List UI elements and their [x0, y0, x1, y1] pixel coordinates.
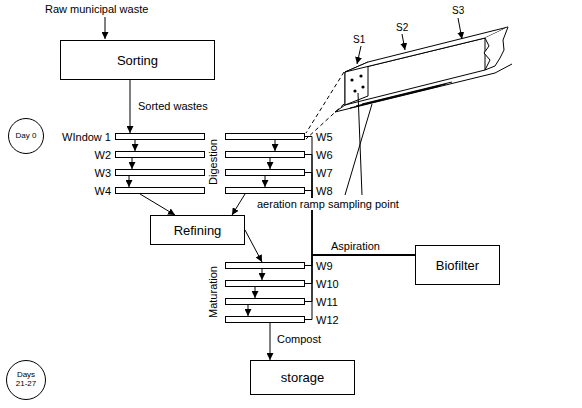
windrow-label: W7: [316, 167, 333, 179]
flow-arrow: [262, 269, 263, 280]
edge-label: Compost: [276, 333, 322, 345]
callout-label: aeration ramp sampling point: [255, 198, 401, 210]
windrow-bar: W5: [225, 133, 305, 140]
windrow-top: [345, 27, 508, 72]
windrow-side: [345, 38, 485, 105]
day-circle: Day 0: [8, 118, 44, 154]
windrow-bar: W3: [115, 169, 205, 176]
process-box: storage: [250, 360, 355, 395]
flow-arrow: [232, 194, 245, 215]
flow-arrow: [140, 194, 175, 215]
windrow-label: W6: [316, 149, 333, 161]
sampling-dot: [361, 85, 364, 88]
windrow-bar: WIndow 1: [115, 133, 205, 140]
windrow-label: W9: [316, 260, 333, 272]
flow-arrow: [270, 323, 271, 360]
windrow-bar: W10: [225, 280, 305, 287]
edge-label: Aspiration: [330, 240, 381, 252]
torn-edge: [484, 27, 508, 70]
flow-arrow: [132, 158, 133, 169]
windrow-label: W10: [316, 278, 339, 290]
sampling-dot: [359, 74, 362, 77]
aeration-ramp: [362, 82, 452, 104]
leader-line: [358, 93, 362, 195]
windrow-bar: W8: [225, 187, 305, 194]
aeration-ramp: [356, 84, 446, 106]
flow-arrow: [248, 305, 249, 316]
windrow-label: WIndow 1: [62, 131, 111, 143]
aeration-ramp: [350, 86, 440, 108]
windrow-bar: W9: [225, 262, 305, 269]
sampling-dots: [350, 74, 364, 92]
sample-arrow: [357, 46, 361, 64]
node-label: Refining: [174, 223, 222, 238]
windrow-bar: W4: [115, 187, 205, 194]
process-box: Biofilter: [415, 245, 500, 285]
node-label: Days 21-27: [11, 371, 41, 389]
windrow-label: W11: [316, 296, 338, 308]
flow-arrow: [255, 287, 256, 298]
flow-arrow: [305, 255, 415, 320]
flow-arrow: [305, 255, 415, 302]
sample-arrow: [458, 18, 462, 39]
input-label: Raw municipal waste: [45, 3, 148, 15]
windrow-label: W4: [95, 185, 112, 197]
stage-label: Maturation: [207, 266, 219, 318]
flow-arrow: [135, 140, 136, 151]
process-box: Sorting: [60, 40, 215, 80]
flow-arrow: [129, 176, 130, 187]
sample-label: S1: [353, 34, 365, 45]
flow-arrow: [245, 230, 262, 262]
node-label: Sorting: [117, 53, 158, 68]
flow-arrow: [270, 158, 271, 169]
zoom-line: [306, 72, 344, 133]
flow-arrow: [275, 140, 276, 151]
day-circle: Days 21-27: [6, 360, 46, 400]
edge-label: Sorted wastes: [137, 100, 209, 112]
windrow-bar: W12: [225, 316, 305, 323]
windrow-bar: W7: [225, 169, 305, 176]
sample-label: S2: [396, 22, 408, 33]
windrow-bar: W2: [115, 151, 205, 158]
windrow-label: W8: [316, 185, 333, 197]
sample-arrow: [402, 34, 405, 50]
windrow-label: W5: [316, 131, 333, 143]
sampling-dot: [353, 89, 356, 92]
windrow-label: W12: [316, 314, 339, 326]
windrow-bar: W11: [225, 298, 305, 305]
windrow-inset: [335, 27, 512, 112]
node-label: storage: [281, 370, 324, 385]
node-label: Day 0: [16, 132, 37, 141]
flow-arrow: [305, 137, 415, 256]
node-label: Biofilter: [436, 258, 479, 273]
flow-arrow: [265, 176, 266, 187]
input-arrow: [105, 17, 106, 39]
windrow-bar: W6: [225, 151, 305, 158]
stage-label: Digestion: [207, 139, 219, 185]
sampling-dot: [350, 78, 353, 81]
process-box: Refining: [150, 215, 245, 245]
flow-arrow: [305, 173, 415, 256]
windrow-label: W2: [95, 149, 112, 161]
sample-label: S3: [452, 5, 464, 16]
windrow-label: W3: [95, 167, 112, 179]
flow-arrow: [130, 80, 131, 133]
